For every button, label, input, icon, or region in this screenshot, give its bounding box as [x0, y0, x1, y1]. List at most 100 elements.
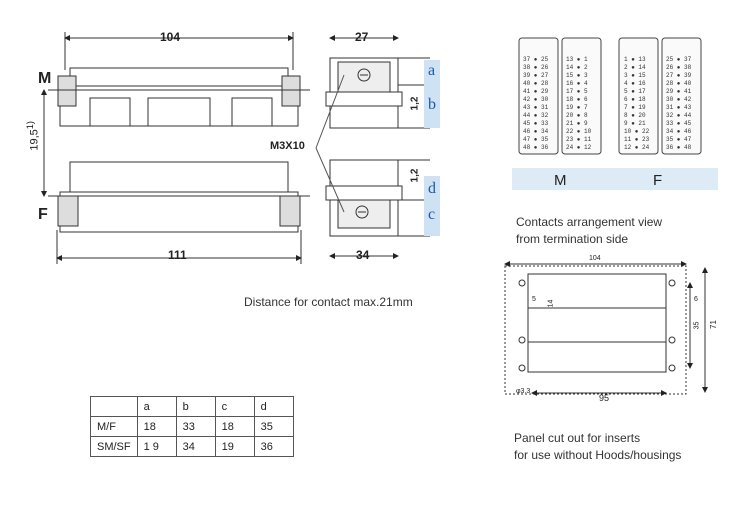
label-female: F — [38, 206, 48, 223]
table-header-cell: b — [175, 396, 216, 417]
pin-row: 4 ● 16 — [624, 80, 646, 87]
pin-row: 1 ● 13 — [624, 56, 646, 63]
screw-label: M3X10 — [270, 140, 305, 152]
dim-a-band — [424, 60, 440, 84]
dim-c: c — [428, 206, 436, 223]
dim-width-bottom: 34 — [356, 248, 370, 262]
pin-row: 8 ● 20 — [624, 112, 646, 119]
end-view-top — [325, 35, 430, 129]
dim-a: a — [428, 62, 436, 79]
table-cell: 1 9 — [136, 436, 177, 457]
pin-row: 29 ● 41 — [666, 88, 692, 95]
label-male: M — [38, 70, 52, 87]
pin-row: 2 ● 14 — [624, 64, 646, 71]
pin-row: 45 ● 33 — [523, 120, 549, 127]
dim-height: 19,51) — [25, 121, 41, 151]
cutout-dim-14: 14 — [547, 299, 555, 308]
dim-length-bottom: 111 — [168, 248, 187, 262]
dim-b: b — [428, 96, 436, 113]
pin-row: 14 ● 2 — [566, 64, 588, 71]
pin-row: 41 ● 29 — [523, 88, 549, 95]
end-view-bottom — [315, 74, 430, 259]
pin-label-m: M — [554, 172, 567, 189]
pin-row: 47 ● 35 — [523, 136, 549, 143]
table-cell: 35 — [253, 416, 294, 437]
pin-row: 26 ● 38 — [666, 64, 692, 71]
pin-row: 44 ● 32 — [523, 112, 549, 119]
cutout-caption-line2: for use without Hoods/housings — [514, 448, 682, 462]
pin-row: 33 ● 45 — [666, 120, 692, 127]
cutout-dim-95: 95 — [599, 393, 610, 403]
table-cell: 34 — [175, 436, 216, 457]
dim-12-bottom: 1,2 — [409, 168, 421, 183]
male-connector-side-view — [48, 32, 310, 127]
pin-label-f: F — [653, 172, 663, 189]
dim-12-top: 1,2 — [409, 96, 421, 111]
table-header-cell: d — [253, 396, 294, 417]
pin-inserts — [518, 37, 702, 155]
pin-row: 15 ● 3 — [566, 72, 588, 79]
table-cell: 18 — [214, 416, 255, 437]
pin-row: 11 ● 23 — [624, 136, 650, 143]
table-cell: M/F — [90, 416, 138, 437]
table-header-cell — [90, 396, 138, 417]
table-header-row: a b c d — [90, 396, 294, 417]
female-connector-side-view — [41, 89, 310, 264]
pin-row: 28 ● 40 — [666, 80, 692, 87]
pin-row: 34 ● 46 — [666, 128, 692, 135]
cutout-dim-hole: φ3.3 — [516, 388, 531, 395]
pin-row: 27 ● 39 — [666, 72, 692, 79]
cutout-dim-71: 71 — [708, 320, 718, 329]
dim-c-band — [424, 202, 440, 236]
pin-row: 32 ● 44 — [666, 112, 692, 119]
distance-note: Distance for contact max.21mm — [244, 295, 413, 309]
pin-row: 35 ● 47 — [666, 136, 692, 143]
cutout-dim-5: 5 — [532, 296, 536, 303]
pin-row: 40 ● 28 — [523, 80, 549, 87]
pin-row: 23 ● 11 — [566, 136, 592, 143]
pin-row: 24 ● 12 — [566, 144, 592, 151]
pin-row: 17 ● 5 — [566, 88, 588, 95]
pin-row: 46 ● 34 — [523, 128, 549, 135]
table-cell: 19 — [214, 436, 255, 457]
pin-row: 22 ● 10 — [566, 128, 592, 135]
pin-row: 30 ● 42 — [666, 96, 692, 103]
dim-d-band — [424, 176, 440, 202]
pin-row: 43 ● 31 — [523, 104, 549, 111]
pin-row: 20 ● 8 — [566, 112, 588, 119]
pin-row: 38 ● 26 — [523, 64, 549, 71]
dimensions-table: a b c d M/F 18 33 18 35 SM/SF 1 9 34 19 … — [90, 396, 294, 457]
pin-row: 21 ● 9 — [566, 120, 588, 127]
pin-row: 3 ● 15 — [624, 72, 646, 79]
pin-row: 31 ● 43 — [666, 104, 692, 111]
pin-row: 5 ● 17 — [624, 88, 646, 95]
pin-row: 10 ● 22 — [624, 128, 650, 135]
dim-length-top: 104 — [160, 30, 181, 44]
pin-row: 18 ● 6 — [566, 96, 588, 103]
pin-row: 37 ● 25 — [523, 56, 549, 63]
dim-height-note: 1) — [24, 121, 35, 130]
dim-b-band — [424, 84, 440, 128]
cutout-caption-line1: Panel cut out for inserts — [514, 431, 641, 445]
table-cell: SM/SF — [90, 436, 138, 457]
table-cell: 18 — [136, 416, 177, 437]
pin-row: 13 ● 1 — [566, 56, 588, 63]
pin-caption: Contacts arrangement view from terminati… — [516, 214, 662, 248]
cutout-dim-35: 35 — [693, 321, 701, 330]
table-cell: 36 — [253, 436, 294, 457]
pin-row: 6 ● 18 — [624, 96, 646, 103]
pin-caption-line2: from termination side — [516, 232, 629, 246]
pin-panel-band — [512, 168, 718, 190]
pin-row: 9 ● 21 — [624, 120, 646, 127]
pin-row: 36 ● 48 — [666, 144, 692, 151]
table-header-cell: a — [136, 396, 177, 417]
panel-cutout-drawing — [504, 261, 708, 396]
pin-row: 48 ● 36 — [523, 144, 549, 151]
table-row: SM/SF 1 9 34 19 36 — [90, 436, 294, 457]
pin-row: 12 ● 24 — [624, 144, 650, 151]
dim-width-top: 27 — [355, 30, 369, 44]
